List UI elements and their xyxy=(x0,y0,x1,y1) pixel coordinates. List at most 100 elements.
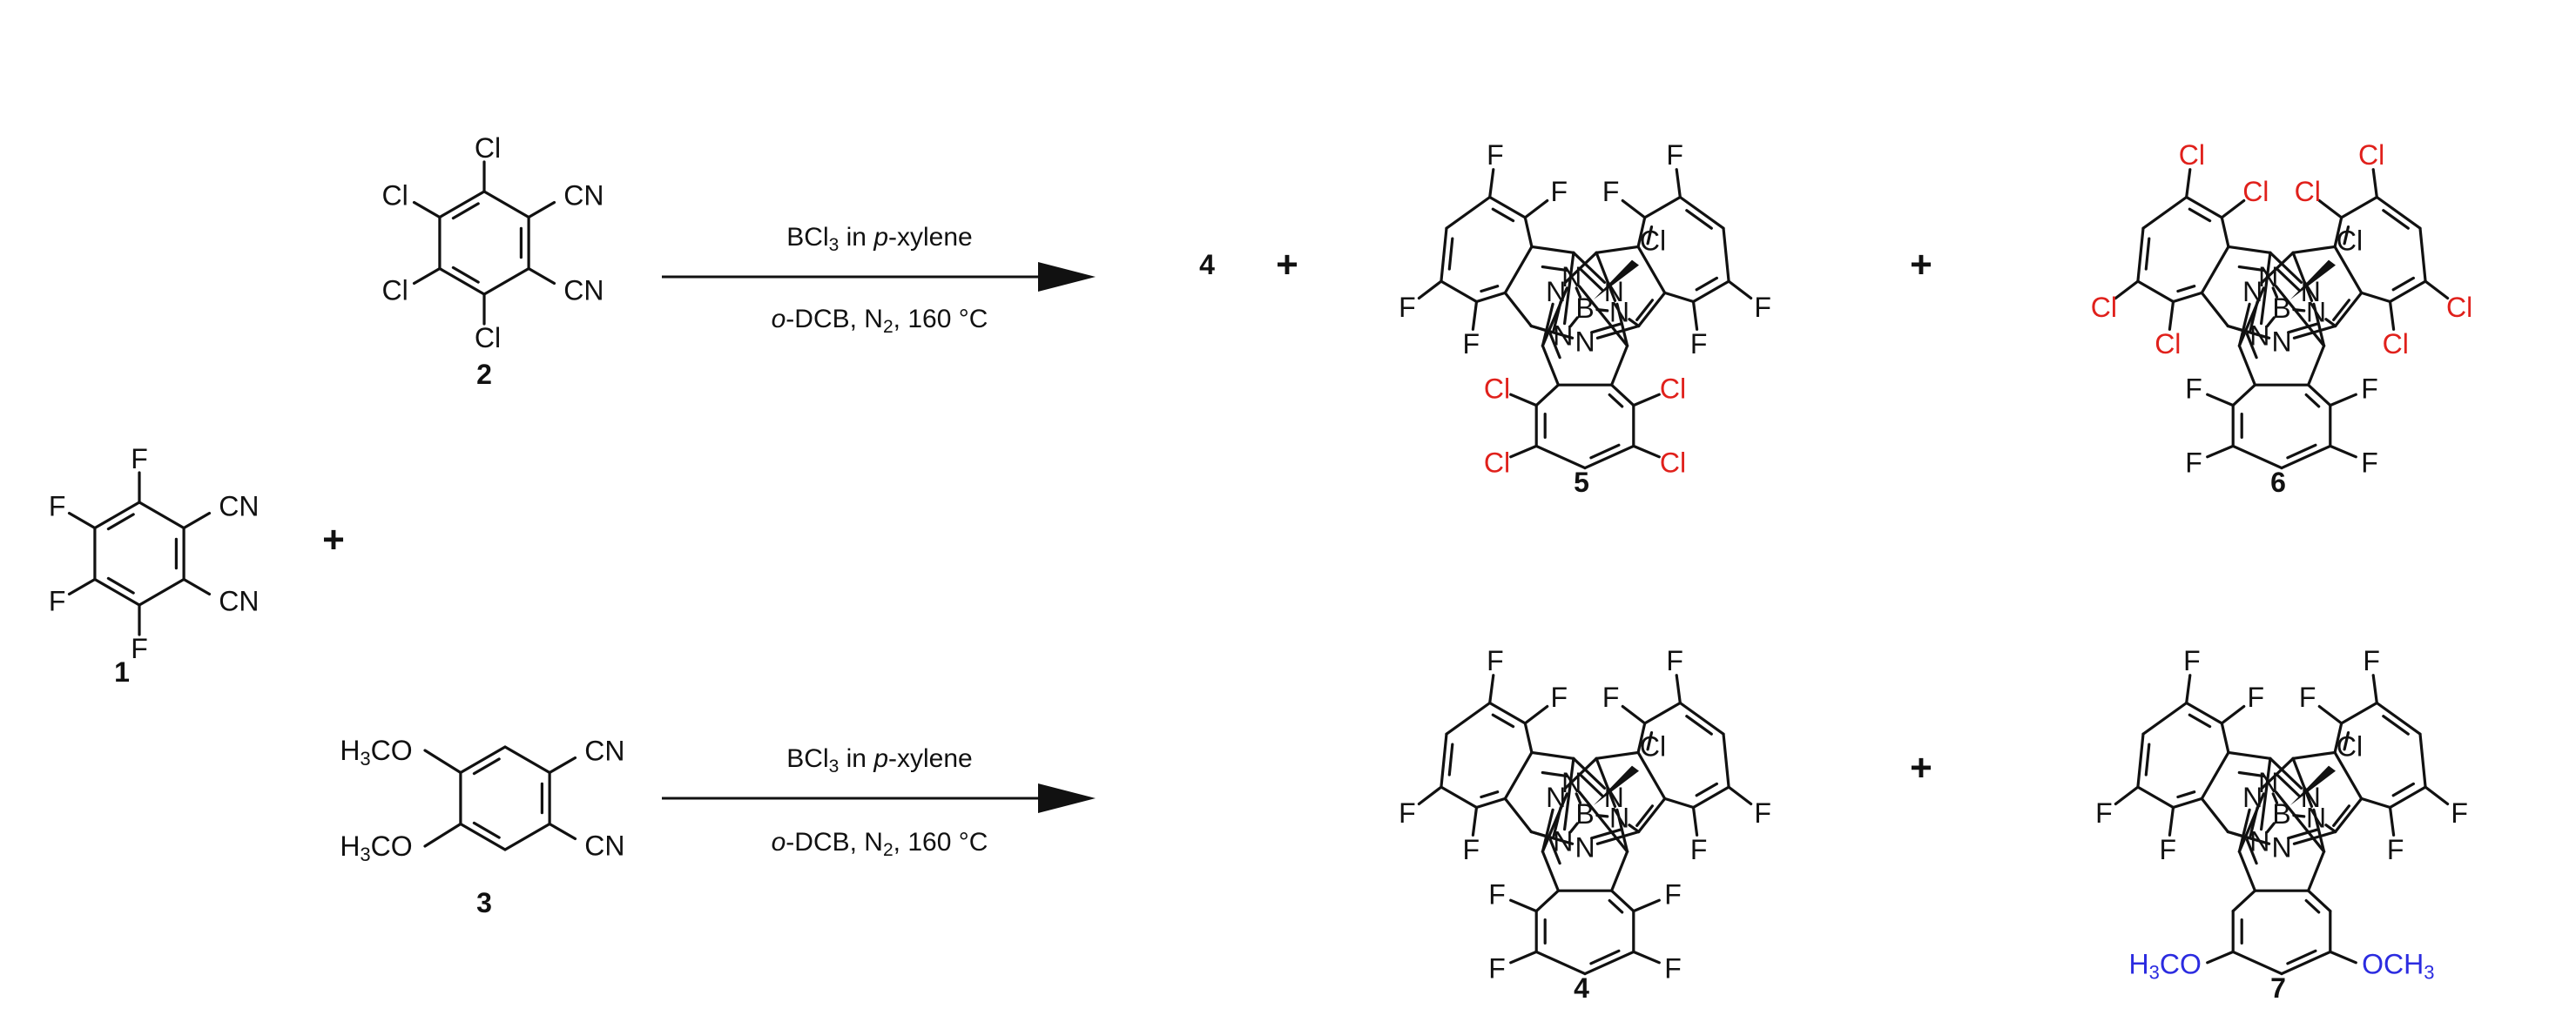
compound-7-substituent-bond xyxy=(2114,785,2140,806)
compound-7-pyrrole-nitrogen-label: N xyxy=(2258,767,2278,798)
compound-5-isoindole-bond xyxy=(1503,245,1534,294)
compound-4-isoindole-bond xyxy=(1636,750,1667,801)
compound-4-substituent-bond xyxy=(1509,898,1538,913)
compound-6-pyrrole-nitrogen-label: N xyxy=(2306,297,2326,328)
compound-6-isoindole-bond xyxy=(2334,291,2364,328)
compound-4-meso-bond xyxy=(1563,756,1598,790)
compound-5-meso-nitrogen-label: N xyxy=(1604,276,1624,307)
compound-4-fluorine-label: F xyxy=(1664,952,1682,984)
compound-4-fluorine-label: F xyxy=(1488,952,1506,984)
compound-7-substituent-bond xyxy=(2220,704,2246,725)
compound-6-chlorine-label: Cl xyxy=(2242,176,2269,207)
compound-5-meso-bond xyxy=(1563,251,1598,284)
compound-1-double-bond xyxy=(106,576,135,595)
compound-7-n-b-bond xyxy=(2292,813,2306,818)
compound-7-substituent-bond xyxy=(2329,950,2357,965)
compound-4-isoindole-benzo-bond xyxy=(1609,889,1635,913)
compound-7-isoindole-benzo-bond xyxy=(2388,785,2427,810)
compound-7-isoindole-benzo-bond xyxy=(2171,797,2203,810)
compound-5-isoindole-bond xyxy=(1541,344,1561,387)
compound-7-isoindole-benzo-double-bond xyxy=(2176,790,2196,799)
compound-6-n-b-bond xyxy=(2292,308,2306,313)
compound-6-substituent-bond xyxy=(2424,279,2450,300)
compound-4-isoindole-benzo-bond xyxy=(1678,701,1725,736)
compound-1-fluorine-label: F xyxy=(131,443,148,474)
compound-6-substituent-bond xyxy=(2185,168,2192,199)
compound-6-chlorine-label: Cl xyxy=(2179,139,2205,171)
compound-5-boron-label: B xyxy=(1575,292,1594,324)
compound-5-isoindole-benzo-bond xyxy=(1488,195,1527,219)
plus-sign-bottom: + xyxy=(1910,747,1932,790)
compound-5-isoindole-benzo-bond xyxy=(1663,291,1696,304)
compound-6-meso-nitrogen-label: N xyxy=(2271,326,2291,358)
compound-5-chlorine-label: Cl xyxy=(1660,373,1686,405)
compound-6-isoindole-benzo-bond xyxy=(2231,444,2283,470)
compound-6-substituent-bond xyxy=(2114,279,2140,300)
compound-6-isoindole-bond xyxy=(2291,251,2314,302)
compound-2-chlorine-label: Cl xyxy=(475,322,501,353)
compound-5-isoindole-benzo-bond xyxy=(1609,383,1635,407)
compound-6-meso-bond xyxy=(2292,324,2337,340)
compound-4-n-b-bond xyxy=(1568,822,1579,834)
compound-6-substituent-bond xyxy=(2168,299,2175,331)
compound-4-substituent-bond xyxy=(1509,950,1538,965)
compound-6-substituent-bond xyxy=(2220,198,2246,219)
plus-sign-top-2: + xyxy=(1910,244,1932,286)
compound-4-pyrrole-nitrogen-label: N xyxy=(1561,767,1581,798)
compound-5-isoindole-double-bond xyxy=(1548,333,1561,360)
compound-6-isoindole-benzo-bond xyxy=(2418,226,2427,283)
compound-5-isoindole-bond xyxy=(1562,251,1575,326)
compound-5-isoindole-benzo-double-bond xyxy=(1695,276,1719,292)
compound-7-isoindole-benzo-bond xyxy=(2136,785,2175,810)
compound-4-fluorine-label: F xyxy=(1666,645,1683,676)
compound-6-isoindole-benzo-double-bond xyxy=(2391,276,2415,292)
compound-7-isoindole-benzo-bond xyxy=(2418,732,2427,789)
compound-6-isoindole-double-bond xyxy=(2245,333,2258,360)
compound-4-isoindole-benzo-bond xyxy=(1440,732,1448,789)
compound-4-isoindole-benzo-double-bond xyxy=(1685,715,1713,736)
compound-6-n-b-bond xyxy=(2265,316,2276,328)
compound-2-double-bond xyxy=(451,266,480,284)
compound-6-pyrrole-nitrogen-label: N xyxy=(2258,261,2278,292)
compound-5-isoindole-benzo-bond xyxy=(1678,195,1725,230)
compound-5-isoindole-benzo-double-bond xyxy=(1646,225,1654,245)
compound-7-substituent-bond xyxy=(2371,674,2378,705)
compound-5-isoindole-benzo-bond xyxy=(1534,444,1587,470)
compound-4-boron-label: B xyxy=(1575,798,1594,830)
compound-5-isoindole-benzo-bond xyxy=(1445,195,1492,230)
compound-7-isoindole-benzo-double-bond xyxy=(2343,730,2350,751)
compound-7-isoindole-bond xyxy=(2334,797,2364,834)
compound-3-cyano-label: CN xyxy=(584,736,624,767)
compound-7-meso-double-bond xyxy=(2287,828,2318,840)
compound-6-isoindole-benzo-bond xyxy=(2141,195,2188,230)
compound-4-fluorine-label: F xyxy=(1664,879,1682,911)
compound-5-meso-bond xyxy=(1529,324,1575,340)
compound-5-isoindole-double-bond xyxy=(1635,299,1655,321)
compound-5-fluorine-label: F xyxy=(1399,292,1416,323)
compound-7-isoindole-bond xyxy=(2237,850,2256,892)
compound-4-isoindole-benzo-double-bond xyxy=(1608,898,1624,914)
compound-3-substituent-bond xyxy=(548,756,577,775)
compound-7-isoindole-benzo-bond xyxy=(2333,722,2343,755)
compound-7-methoxy-label: H3CO xyxy=(2129,949,2202,984)
compound-number-1: 1 xyxy=(114,656,130,688)
compound-3-methoxy-bond xyxy=(423,822,462,848)
compound-1-ring-bond xyxy=(93,501,141,530)
compound-7-isoindole-bond xyxy=(2200,750,2230,801)
compound-1-fluorine-label: F xyxy=(131,633,148,664)
compound-5-substituent-bond xyxy=(1509,393,1538,407)
compound-6-isoindole-bond xyxy=(2274,285,2326,347)
compound-5-meso-bond xyxy=(1615,302,1629,347)
compound-4-isoindole-bond xyxy=(1628,824,1641,834)
compound-7-isoindole-bond xyxy=(2200,797,2229,834)
compound-2-double-bond xyxy=(451,202,480,220)
compound-5-isoindole-bond xyxy=(1530,245,1575,254)
compound-6-substituent-bond xyxy=(2206,444,2235,459)
plus-sign-reactants: + xyxy=(322,519,345,561)
compound-1-substituent-bond xyxy=(182,511,212,530)
compound-4-isoindole-benzo-bond xyxy=(1445,701,1492,736)
compound-6-meso-double-bond xyxy=(2276,268,2301,292)
compound-5-meso-double-bond xyxy=(1552,300,1562,333)
compound-6-fluorine-label: F xyxy=(2185,373,2202,405)
